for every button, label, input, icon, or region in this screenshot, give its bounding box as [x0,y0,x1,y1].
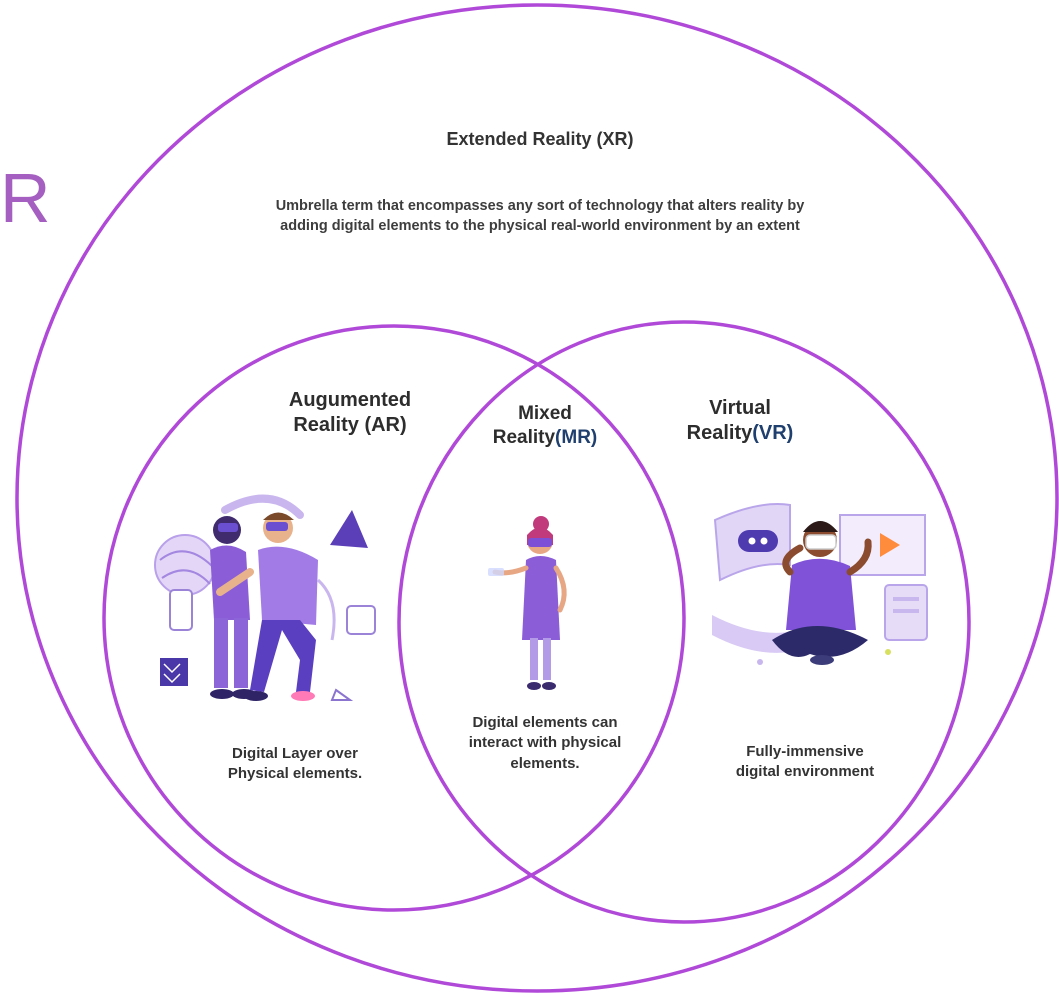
vr-illustration [712,503,928,665]
xr-circle [15,3,1059,993]
ar-title: Augumented Reality (AR) [240,388,460,438]
vr-description-line2: digital environment [735,763,875,781]
vr-circle [397,320,971,924]
mr-description-line2: interact with physical [468,734,622,752]
vr-title: Virtual Reality(VR) [640,396,840,446]
mr-title: Mixed Reality(MR) [450,402,640,450]
mr-title-word: Reality [492,426,556,448]
vr-title-word: Reality [686,422,753,444]
mr-description-line1: Digital elements can [472,714,618,731]
mr-title-abbr: (MR) [555,426,598,448]
mr-title-line1: Mixed [518,403,572,424]
mr-description: Digital elements can interact with physi… [420,713,670,774]
vr-title-line1: Virtual [709,397,771,419]
xr-title: Extended Reality (XR) [446,129,634,149]
ar-title-line2: Reality (AR) [293,414,407,436]
ar-title-line1: Augumented [288,389,412,411]
ar-description-line1: Digital Layer over [232,745,358,762]
mr-description-line3: elements. [510,754,580,772]
ar-circle [102,324,686,912]
mr-illustration [488,516,567,690]
vr-title-abbr: (VR) [752,422,794,444]
ar-description: Digital Layer over Physical elements. [175,744,415,785]
vr-description-line1: Fully-immensive [746,743,864,760]
ar-description-line2: Physical elements. [227,765,363,783]
vr-description: Fully-immensive digital environment [685,742,925,783]
xr-description: Umbrella term that encompasses any sort … [275,198,805,235]
ar-illustration [154,494,376,701]
edge-letter: R [0,159,51,237]
